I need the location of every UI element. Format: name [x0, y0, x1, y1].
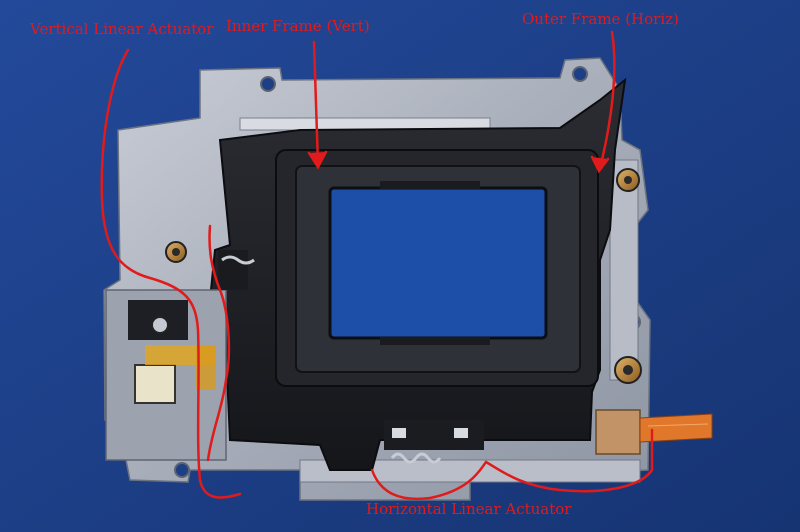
flex-ribbon-cable	[595, 409, 713, 455]
vertical-actuator-outline	[100, 48, 242, 499]
label-vertical-linear-actuator: Vertical Linear Actuator	[30, 20, 214, 38]
outer-frame-arrow	[598, 30, 616, 170]
horizontal-actuator-outline	[370, 428, 654, 501]
label-outer-frame: Outer Frame (Horiz)	[522, 10, 679, 28]
annotation-marks	[100, 30, 654, 501]
horizontal-actuator-assembly	[384, 420, 484, 464]
label-inner-frame: Inner Frame (Vert)	[226, 17, 370, 35]
vertical-actuator-assembly	[105, 241, 255, 461]
inner-frame-arrow	[312, 40, 320, 167]
right-side-screws	[614, 168, 642, 384]
sensor-opening	[328, 186, 548, 340]
label-horizontal-linear-actuator: Horizontal Linear Actuator	[366, 500, 572, 518]
